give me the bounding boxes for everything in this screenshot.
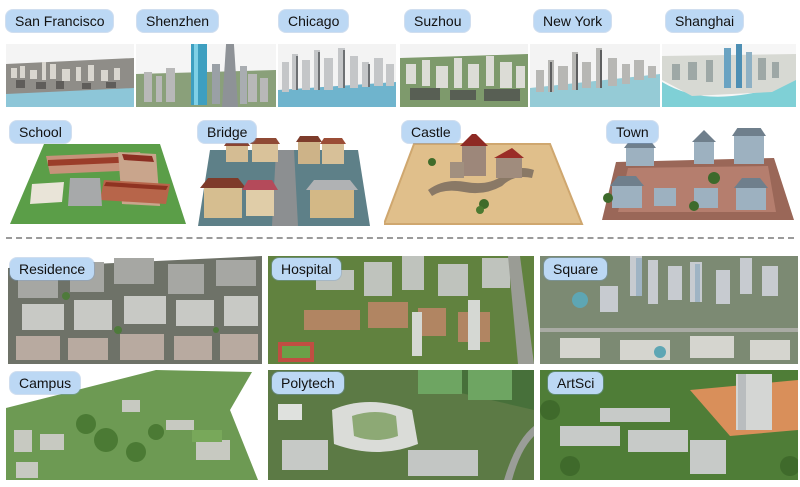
tile-polytech xyxy=(268,370,534,480)
city-label: Chicago xyxy=(279,10,349,32)
city-label: Suzhou xyxy=(405,10,471,32)
tile-chicago xyxy=(278,44,396,107)
aerial-image xyxy=(268,370,534,480)
city-label: New York xyxy=(534,10,612,32)
city-label: Shanghai xyxy=(666,10,744,32)
tile-bridge xyxy=(198,136,372,226)
scene-label: Castle xyxy=(402,121,460,143)
tile-shanghai xyxy=(662,44,796,107)
city-render-image xyxy=(136,44,276,107)
scene-label: Square xyxy=(544,258,608,280)
scene-label: Bridge xyxy=(198,121,257,143)
tile-san-francisco xyxy=(6,44,134,107)
tile-castle xyxy=(384,134,584,226)
city-render-image xyxy=(662,44,796,107)
scene-render-image xyxy=(384,134,584,226)
tile-suzhou xyxy=(400,44,528,107)
city-label: Shenzhen xyxy=(137,10,219,32)
scene-label: ArtSci xyxy=(548,372,604,394)
tile-school xyxy=(10,140,186,226)
scene-label: Campus xyxy=(10,372,81,394)
city-render-image xyxy=(6,44,134,107)
scene-label: Polytech xyxy=(272,372,344,394)
tile-shenzhen xyxy=(136,44,276,107)
city-label: San Francisco xyxy=(6,10,114,32)
scene-render-image xyxy=(598,128,798,226)
section-divider xyxy=(6,237,794,239)
scene-render-image xyxy=(10,140,186,226)
scene-label: Hospital xyxy=(272,258,341,280)
city-render-image xyxy=(278,44,396,107)
scene-label: School xyxy=(10,121,71,143)
city-render-image xyxy=(530,44,660,107)
scene-label: Residence xyxy=(10,258,95,280)
tile-town xyxy=(598,128,798,226)
city-render-image xyxy=(400,44,528,107)
scene-render-image xyxy=(198,136,372,226)
tile-new-york xyxy=(530,44,660,107)
scene-label: Town xyxy=(607,121,658,143)
